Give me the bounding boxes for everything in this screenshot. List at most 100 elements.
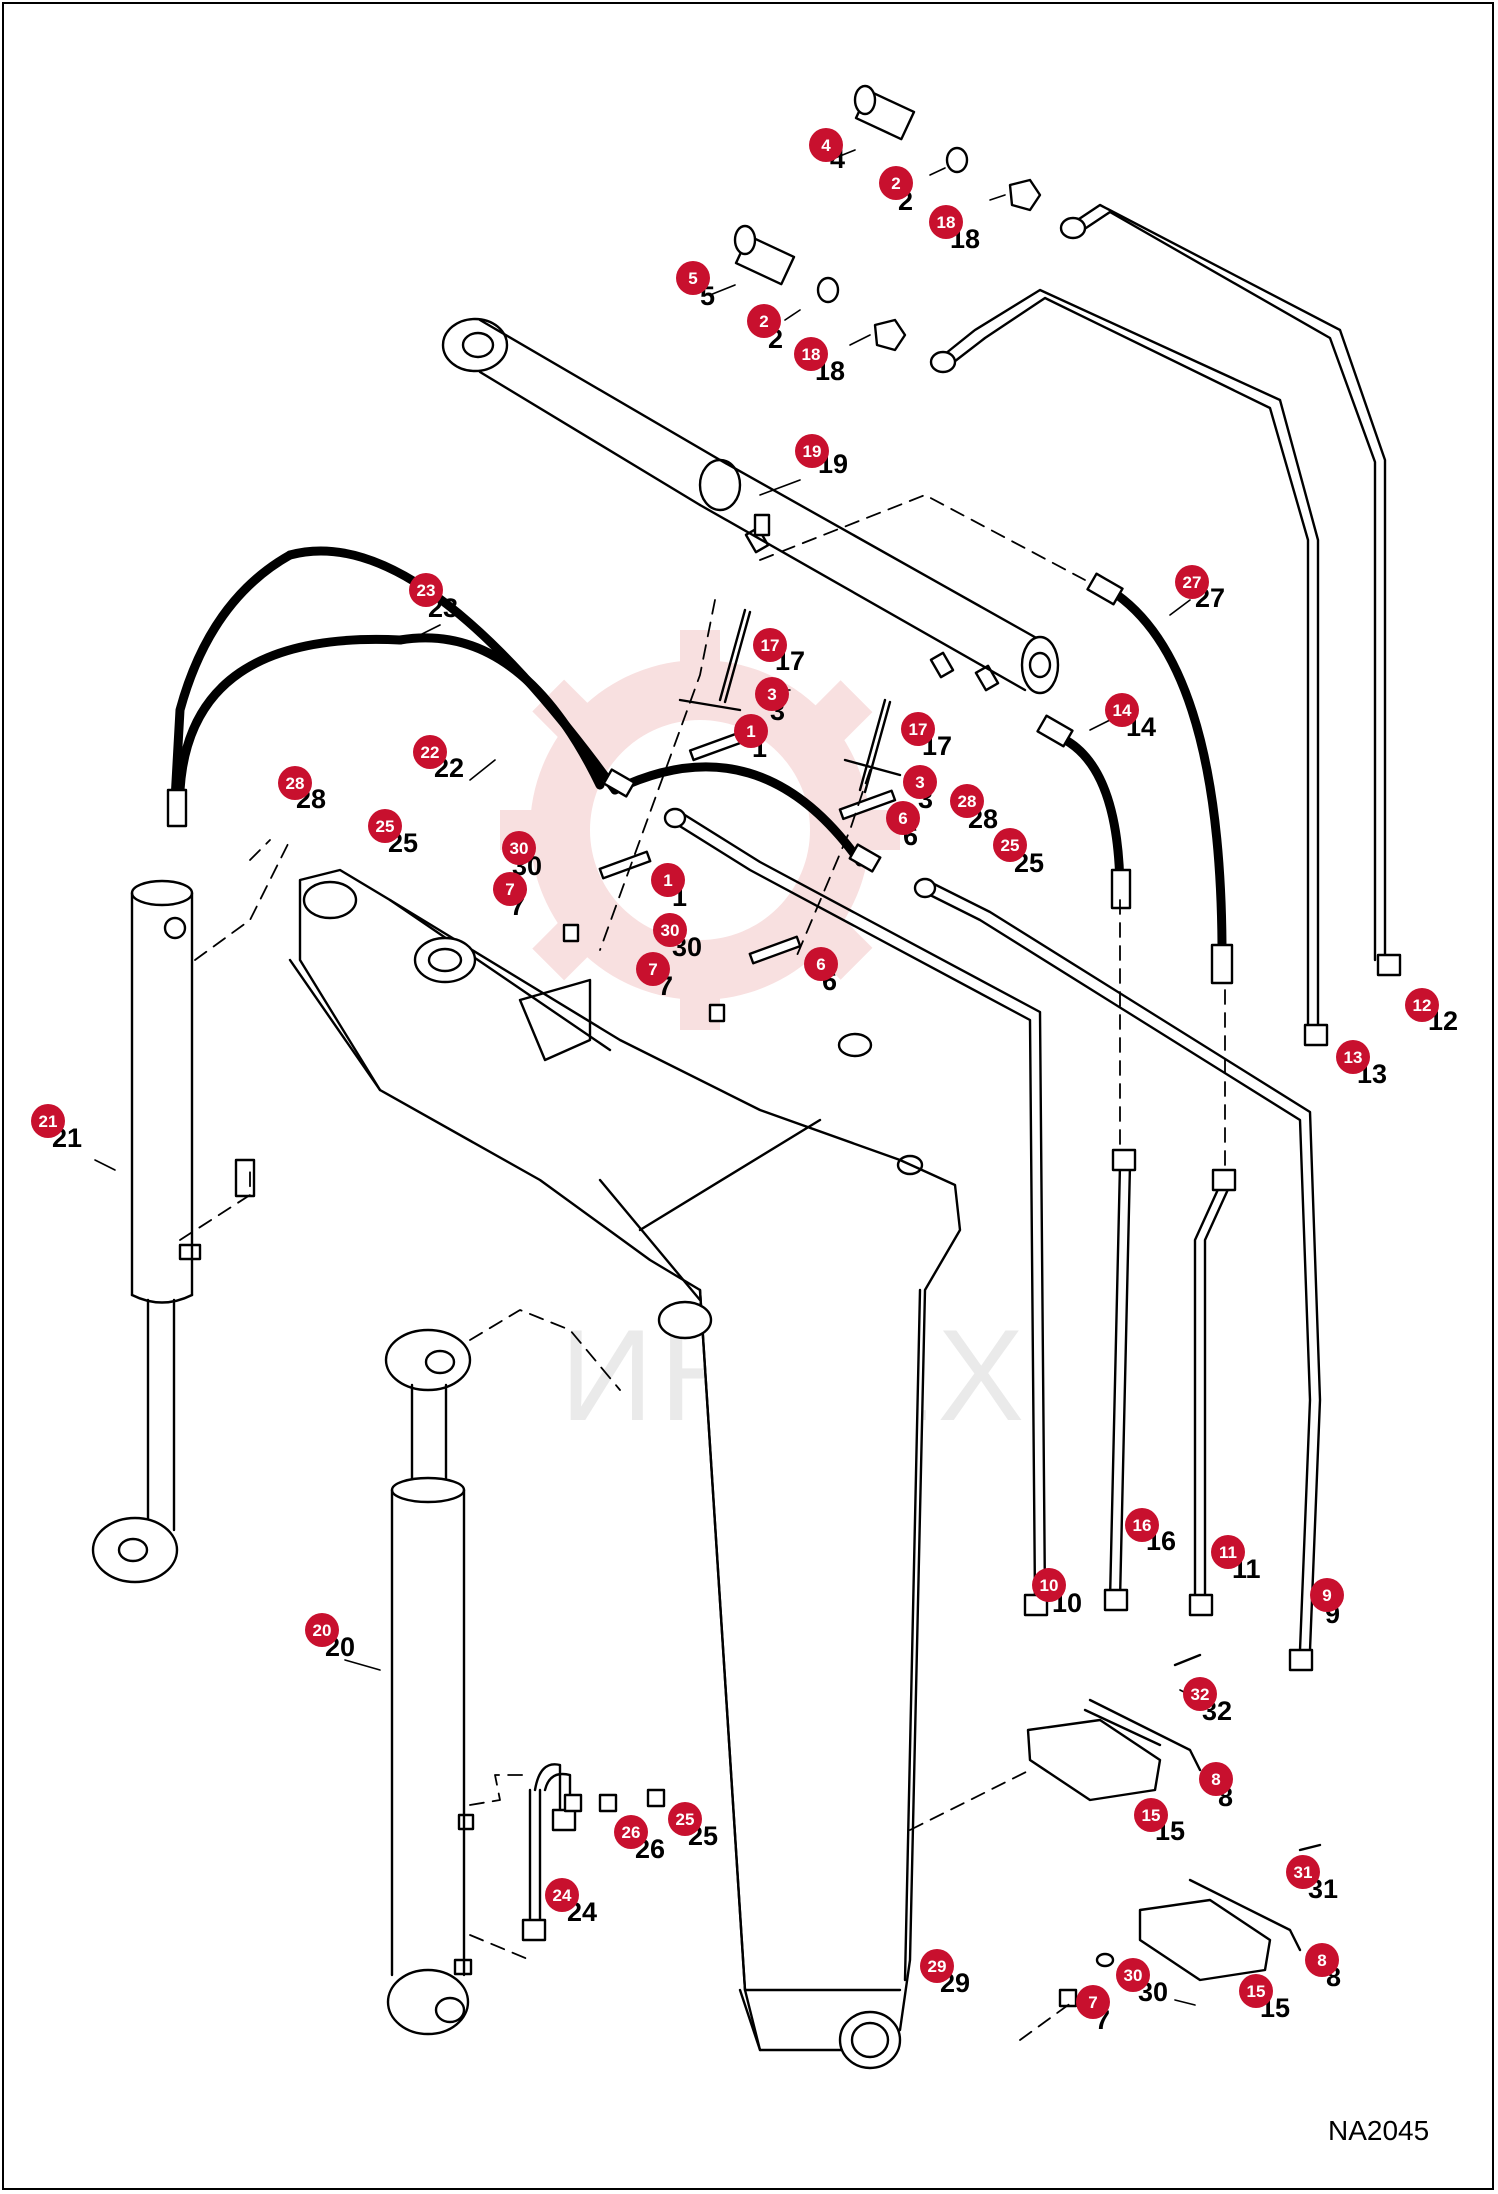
- callout-dot-icon: [734, 714, 768, 748]
- callout-marker-30[interactable]: 30: [1116, 1958, 1150, 1992]
- callout-number: 2: [759, 312, 768, 331]
- callout-dot-icon: [1239, 1974, 1273, 2008]
- callout-marker-23[interactable]: 23: [409, 573, 443, 607]
- callout-marker-30[interactable]: 30: [653, 913, 687, 947]
- callout-marker-28[interactable]: 28: [950, 784, 984, 818]
- callout-marker-22[interactable]: 22: [413, 735, 447, 769]
- callout-dot-icon: [368, 809, 402, 843]
- callout-number: 11: [1219, 1543, 1237, 1562]
- callout-number: 18: [937, 213, 956, 232]
- callout-marker-18[interactable]: 18: [794, 337, 828, 371]
- callout-marker-30[interactable]: 30: [502, 831, 536, 865]
- callout-marker-3[interactable]: 3: [755, 677, 789, 711]
- callout-marker-15[interactable]: 15: [1239, 1974, 1273, 2008]
- callout-dot-icon: [1105, 693, 1139, 727]
- callout-number: 9: [1322, 1586, 1331, 1605]
- callout-marker-6[interactable]: 6: [804, 947, 838, 981]
- callout-number: 5: [688, 269, 697, 288]
- callout-dot-icon: [747, 304, 781, 338]
- callout-dot-icon: [413, 735, 447, 769]
- callout-marker-24[interactable]: 24: [545, 1878, 579, 1912]
- callout-marker-29[interactable]: 29: [920, 1949, 954, 1983]
- callout-dot-icon: [809, 128, 843, 162]
- callout-dot-icon: [1125, 1508, 1159, 1542]
- callout-marker-31[interactable]: 31: [1286, 1855, 1320, 1889]
- callout-marker-21[interactable]: 21: [31, 1104, 65, 1138]
- callout-marker-1[interactable]: 1: [734, 714, 768, 748]
- callout-number: 17: [761, 636, 780, 655]
- callout-number: 15: [1142, 1806, 1161, 1825]
- callout-marker-25[interactable]: 25: [668, 1802, 702, 1836]
- callout-dot-icon: [794, 337, 828, 371]
- callout-marker-2[interactable]: 2: [879, 166, 913, 200]
- callout-number: 8: [1317, 1951, 1326, 1970]
- callout-dot-icon: [1211, 1535, 1245, 1569]
- callout-dot-icon: [636, 952, 670, 986]
- callout-marker-18[interactable]: 18: [929, 205, 963, 239]
- callout-marker-4[interactable]: 4: [809, 128, 843, 162]
- hydraulic-tubes: [528, 203, 1387, 1932]
- callout-marker-7[interactable]: 7: [493, 872, 527, 906]
- callout-marker-8[interactable]: 8: [1305, 1943, 1339, 1977]
- callout-number: 22: [421, 743, 440, 762]
- callout-marker-27[interactable]: 27: [1175, 565, 1209, 599]
- callout-marker-6[interactable]: 6: [886, 801, 920, 835]
- callout-marker-19[interactable]: 19: [795, 434, 829, 468]
- callout-marker-26[interactable]: 26: [614, 1815, 648, 1849]
- callout-number: 17: [909, 720, 928, 739]
- dashed-leaders: [179, 494, 1226, 2041]
- hoses: [170, 546, 1227, 950]
- callout-dot-icon: [1199, 1762, 1233, 1796]
- callout-marker-2[interactable]: 2: [747, 304, 781, 338]
- callout-marker-7[interactable]: 7: [1076, 1985, 1110, 2019]
- callout-marker-12[interactable]: 12: [1405, 988, 1439, 1022]
- callout-marker-28[interactable]: 28: [278, 766, 312, 800]
- callout-marker-17[interactable]: 17: [901, 712, 935, 746]
- callout-marker-14[interactable]: 14: [1105, 693, 1139, 727]
- callout-dot-icon: [502, 831, 536, 865]
- callout-number: 30: [1124, 1966, 1143, 1985]
- callout-number: 24: [553, 1886, 572, 1905]
- callout-number: 27: [1183, 573, 1202, 592]
- callout-marker-11[interactable]: 11: [1211, 1535, 1245, 1569]
- callout-number: 3: [915, 773, 924, 792]
- boom: [288, 868, 962, 2070]
- callout-number: 30: [510, 839, 529, 858]
- callout-dot-icon: [1305, 1943, 1339, 1977]
- callout-dot-icon: [879, 166, 913, 200]
- callout-marker-1[interactable]: 1: [651, 863, 685, 897]
- callout-marker-5[interactable]: 5: [676, 261, 710, 295]
- callout-marker-13[interactable]: 13: [1336, 1040, 1370, 1074]
- callout-marker-7[interactable]: 7: [636, 952, 670, 986]
- callout-marker-32[interactable]: 32: [1183, 1677, 1217, 1711]
- callout-number: 10: [1040, 1576, 1059, 1595]
- callout-number: 31: [1294, 1863, 1313, 1882]
- watermark-gear-icon: [530, 660, 870, 1000]
- callout-marker-15[interactable]: 15: [1134, 1798, 1168, 1832]
- callout-marker-20[interactable]: 20: [305, 1613, 339, 1647]
- callout-marker-17[interactable]: 17: [753, 628, 787, 662]
- callout-marker-9[interactable]: 9: [1310, 1578, 1344, 1612]
- callout-marker-25[interactable]: 25: [993, 828, 1027, 862]
- tube-nuts: [521, 216, 1402, 1942]
- callout-number: 8: [1211, 1770, 1220, 1789]
- callout-dot-icon: [1134, 1798, 1168, 1832]
- callout-number: 20: [313, 1621, 332, 1640]
- callout-number: 6: [898, 809, 907, 828]
- callout-dot-icon: [1310, 1578, 1344, 1612]
- callout-number: 32: [1191, 1685, 1210, 1704]
- callout-marker-16[interactable]: 16: [1125, 1508, 1159, 1542]
- adapters: [563, 84, 1042, 1813]
- callout-dot-icon: [901, 712, 935, 746]
- callout-dot-icon: [545, 1878, 579, 1912]
- callout-marker-3[interactable]: 3: [903, 765, 937, 799]
- callout-marker-8[interactable]: 8: [1199, 1762, 1233, 1796]
- diagram-code: NA2045: [1328, 2115, 1429, 2146]
- callout-number: 1: [663, 871, 672, 890]
- callout-dot-icon: [753, 628, 787, 662]
- callout-dot-icon: [993, 828, 1027, 862]
- callout-dot-icon: [305, 1613, 339, 1647]
- callout-marker-10[interactable]: 10: [1032, 1568, 1066, 1602]
- callout-marker-25[interactable]: 25: [368, 809, 402, 843]
